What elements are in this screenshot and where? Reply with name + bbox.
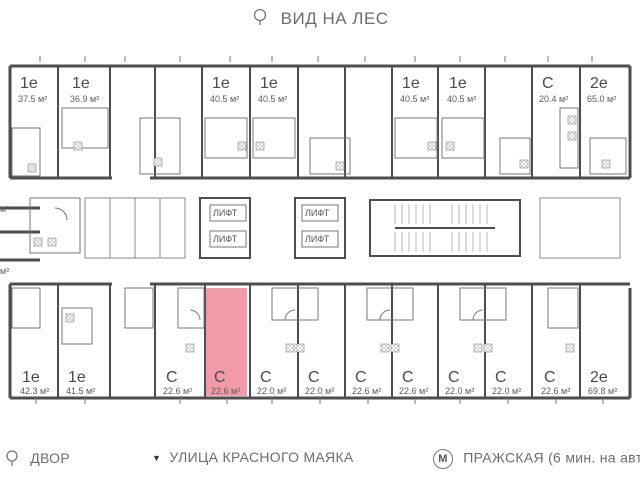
top-unit-7-type[interactable]: С [542,75,554,92]
header-title-text: ВИД НА ЛЕС [280,8,389,28]
bottom-unit-11-type[interactable]: С [544,369,556,386]
bottom-unit-4-type[interactable]: С [214,369,226,386]
left-tile-2 [47,237,57,247]
top-partitions [57,66,581,178]
bottom-unit-7-type[interactable]: С [355,369,367,386]
bottom-unit-9-type[interactable]: С [448,369,460,386]
left-end-fixtures [29,197,81,254]
footer-street: ▼ УЛИЦА КРАСНОГО МАЯКА [152,449,354,465]
bottom-unit-10-type[interactable]: С [495,369,507,386]
bottom-unit-1-area: 42.3 м² [20,386,49,396]
bottom-unit-5-area: 22.0 м² [257,386,286,396]
bottom-tile-patches [65,313,575,353]
top-unit-labels: 1е 37.5 м² 1е 36.9 м² 1е 40.5 м² 1е 40.5… [18,75,616,104]
tree-icon [251,8,269,31]
top-unit-6-type[interactable]: 1е [449,75,467,92]
bottom-unit-8-area: 22.6 м² [399,386,428,396]
stair-steps [394,204,488,252]
bottom-unit-4-area: 22.6 м² [211,386,240,396]
corridor-walls [0,176,630,286]
footer-yard-label: ДВОР [30,450,70,467]
bottom-unit-6-area: 22.0 м² [305,386,334,396]
top-unit-2-type[interactable]: 1е [72,75,90,92]
bottom-unit-8-type[interactable]: С [402,369,414,386]
plan-header: ВИД НА ЛЕС [0,8,640,31]
lift-label-1: ЛИФТ [213,208,238,218]
lift-label-4: ЛИФТ [305,234,330,244]
top-unit-3-type[interactable]: 1е [212,75,230,92]
selected-apartment-highlight[interactable] [205,288,247,396]
bottom-unit-12-type[interactable]: 2е [590,369,608,386]
top-unit-7-area: 20.4 м² [539,94,568,104]
bottom-unit-2-area: 41.5 м² [66,386,95,396]
bottom-unit-labels: 1е 42.3 м² 1е 41.5 м² С 22.6 м² С 22.6 м… [20,369,617,396]
tree-icon [4,449,20,470]
top-unit-3-area: 40.5 м² [210,94,239,104]
bottom-window-ticks [35,398,604,404]
top-unit-5-type[interactable]: 1е [402,75,420,92]
bottom-unit-7-area: 22.6 м² [352,386,381,396]
bottom-unit-3-area: 22.6 м² [163,386,192,396]
footer-yard: ДВОР [4,449,70,470]
plan-footer: ДВОР ▼ УЛИЦА КРАСНОГО МАЯКА M ПРАЖСКАЯ (… [0,441,640,473]
top-unit-8-area: 65.0 м² [587,94,616,104]
left-tile-1 [33,237,43,247]
bottom-partitions [57,284,581,398]
top-unit-2-area: 36.9 м² [70,94,99,104]
triangle-down-icon: ▼ [152,453,162,464]
bottom-unit-12-area: 69.8 м² [588,386,617,396]
bottom-unit-5-type[interactable]: С [260,369,272,386]
bottom-unit-11-area: 22.6 м² [541,386,570,396]
top-bathrooms [11,107,627,177]
top-unit-5-area: 40.5 м² [400,94,429,104]
lift-boxes [209,204,339,248]
bottom-bathrooms [11,287,579,345]
top-tile-patches [27,115,611,173]
lift-label-2: ЛИФТ [213,234,238,244]
floor-plan: ЛИФТ ЛИФТ ЛИФТ ЛИФТ м² м² [0,56,632,404]
top-unit-1-type[interactable]: 1е [20,75,38,92]
top-unit-6-area: 40.5 м² [447,94,476,104]
top-unit-4-type[interactable]: 1е [260,75,278,92]
footer-metro: M ПРАЖСКАЯ (6 мин. на авт [433,449,640,469]
top-window-ticks [39,56,593,62]
building-core [84,197,621,259]
side-area-mark-1: м² [0,204,9,214]
lift-label-3: ЛИФТ [305,208,330,218]
footer-metro-label: ПРАЖСКАЯ (6 мин. на авт [463,449,640,466]
top-unit-8-type[interactable]: 2е [590,75,608,92]
top-unit-1-area: 37.5 м² [18,94,47,104]
outer-walls [8,64,632,400]
bottom-unit-1-type[interactable]: 1е [22,369,40,386]
side-area-mark-2: м² [0,266,9,276]
bottom-unit-3-type[interactable]: С [166,369,178,386]
top-unit-4-area: 40.5 м² [258,94,287,104]
metro-icon: M [433,449,453,469]
footer-street-label: УЛИЦА КРАСНОГО МАЯКА [169,449,354,465]
bottom-unit-2-type[interactable]: 1е [68,369,86,386]
bottom-unit-10-area: 22.0 м² [492,386,521,396]
bottom-unit-6-type[interactable]: С [308,369,320,386]
bottom-unit-9-area: 22.0 м² [445,386,474,396]
